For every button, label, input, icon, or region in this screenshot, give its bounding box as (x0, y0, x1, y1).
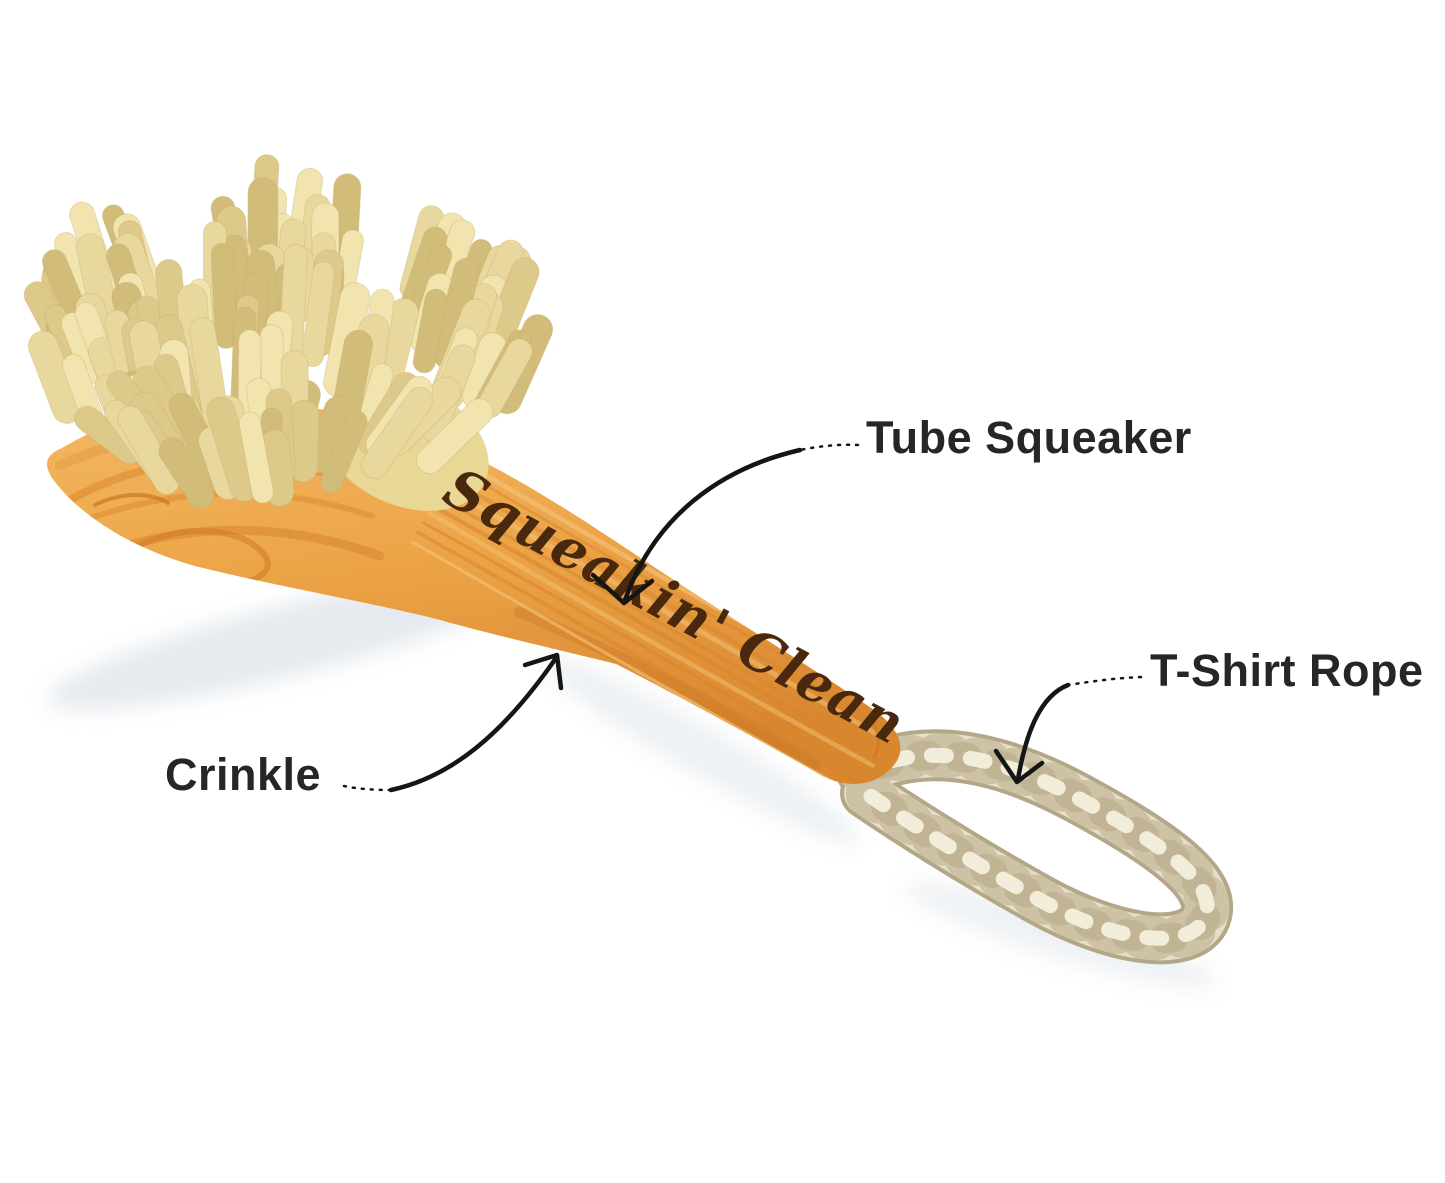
wood-grain-stripe (441, 485, 890, 743)
mop-noodle (158, 437, 215, 509)
mop-noodle (238, 411, 274, 504)
label-t-shirt-rope: T-Shirt Rope (1150, 645, 1424, 696)
mop-noodle (319, 410, 368, 494)
wood-grain-stripe (436, 494, 884, 751)
shadow-handle (539, 655, 861, 845)
mop-noodle (416, 398, 494, 475)
mop-noodle (412, 288, 448, 374)
mop-noodle (117, 405, 180, 495)
wood-grain-stripe (430, 503, 879, 761)
label-crinkle: Crinkle (165, 749, 322, 800)
mop-noodle (301, 261, 335, 368)
wood-grain-stripe (422, 521, 869, 777)
arrow-crinkle (342, 652, 564, 793)
callout-arrows (342, 443, 1143, 793)
wood-grain-stripe (447, 475, 895, 733)
t-shirt-rope-loop (836, 729, 1234, 965)
mop-head-noodles (23, 154, 554, 509)
mop-noodle (360, 386, 434, 480)
mop-noodle (210, 242, 238, 349)
arrow-tube-squeaker (590, 443, 860, 606)
tip-seam (866, 715, 880, 759)
wood-grain-stripe (416, 530, 863, 784)
wood-grain-stripe (427, 510, 875, 768)
arrow-t-shirt-rope (993, 675, 1143, 785)
wood-grain-stripe (453, 465, 900, 722)
label-tube-squeaker: Tube Squeaker (866, 412, 1192, 463)
